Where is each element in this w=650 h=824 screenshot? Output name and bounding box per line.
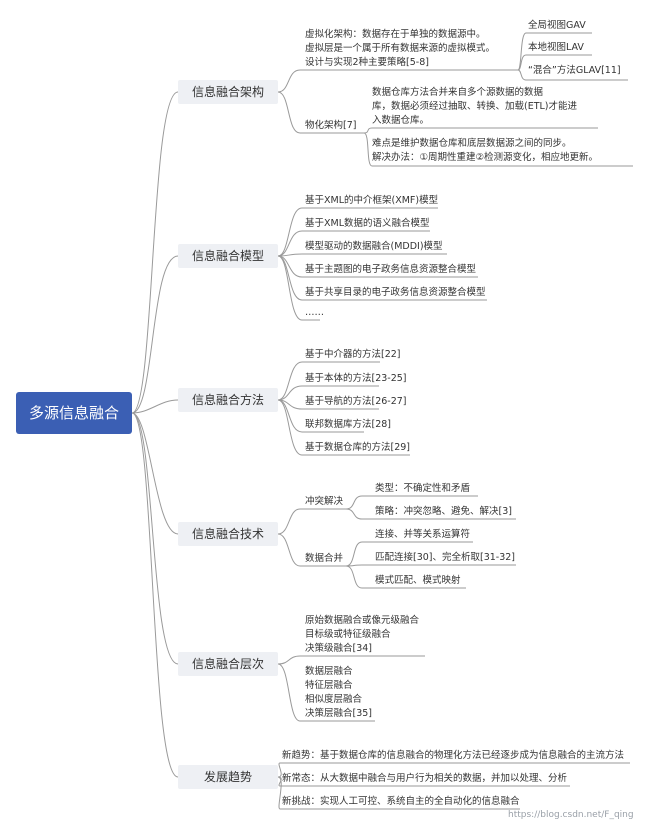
- level-group1-item: 决策级融合[34]: [305, 643, 373, 654]
- physical-child-1-line-1: 数据仓库方法合并来自多个源数据的数据: [372, 87, 544, 98]
- virtual-arch-line-2: 虚拟层是一个属于所有数据来源的虚拟模式。: [305, 43, 496, 54]
- technique-conflict-label: 冲突解决: [305, 496, 344, 507]
- topic-model[interactable]: 信息融合模型: [178, 244, 278, 268]
- merge-item: 模式匹配、模式映射: [375, 575, 461, 586]
- model-item: 模型驱动的数据融合(MDDI)模型: [305, 241, 443, 252]
- virtual-child-gav: 全局视图GAV: [528, 20, 586, 31]
- physical-child-2-line-2: 解决办法：①周期性重建②检测源变化，相应地更新。: [372, 152, 599, 163]
- method-item: 基于数据仓库的方法[29]: [305, 442, 411, 453]
- method-item: 基于本体的方法[23-25]: [305, 373, 407, 384]
- physical-child-1-line-2: 库，数据必须经过抽取、转换、加载(ETL)才能进: [372, 101, 578, 112]
- conflict-item: 策略：冲突忽略、避免、解决[3]: [375, 506, 512, 517]
- method-item: 基于中介器的方法[22]: [305, 349, 401, 360]
- merge-item: 匹配连接[30]、完全析取[31-32]: [375, 552, 516, 563]
- physical-child-1-line-3: 入数据仓库。: [372, 115, 430, 126]
- method-item: 联邦数据库方法[28]: [305, 419, 392, 430]
- conflict-item: 类型：不确定性和矛盾: [375, 483, 471, 494]
- level-group2-item: 数据层融合: [305, 666, 353, 677]
- trend-item-new-trend: 新趋势：基于数据仓库的信息融合的物理化方法已经逐步成为信息融合的主流方法: [282, 750, 625, 761]
- model-item: 基于共享目录的电子政务信息资源整合模型: [305, 287, 486, 298]
- merge-item: 连接、并等关系运算符: [375, 529, 471, 540]
- technique-merge-label: 数据合并: [305, 553, 344, 564]
- model-item: 基于主题图的电子政务信息资源整合模型: [305, 264, 477, 275]
- virtual-child-lav: 本地视图LAV: [528, 42, 584, 53]
- virtual-arch-line-1: 虚拟化架构：数据存在于单独的数据源中。: [305, 29, 486, 40]
- model-item: 基于XML数据的语义融合模型: [305, 218, 430, 229]
- virtual-arch-line-3: 设计与实现2种主要策略[5-8]: [305, 57, 429, 68]
- level-group1-item: 目标级或特征级融合: [305, 629, 391, 640]
- model-item: 基于XML的中介框架(XMF)模型: [305, 195, 439, 206]
- physical-child-2-line-1: 难点是维护数据仓库和底层数据源之间的同步。: [372, 138, 572, 149]
- topic-level[interactable]: 信息融合层次: [178, 652, 278, 676]
- level-group2-item: 决策层融合[35]: [305, 708, 373, 719]
- trend-item-new-normal: 新常态：从大数据中融合与用户行为相关的数据，并加以处理、分析: [282, 773, 568, 784]
- model-item-more: ……: [305, 307, 324, 318]
- method-item: 基于导航的方法[26-27]: [305, 396, 407, 407]
- virtual-child-glav: “混合”方法GLAV[11]: [528, 65, 621, 76]
- level-group1-item: 原始数据融合或像元级融合: [305, 615, 420, 626]
- physical-arch-label: 物化架构[7]: [305, 120, 357, 131]
- topic-architecture[interactable]: 信息融合架构: [178, 80, 278, 104]
- topic-technique[interactable]: 信息融合技术: [178, 522, 278, 546]
- root-node[interactable]: 多源信息融合: [16, 392, 132, 434]
- trend-item-new-challenge: 新挑战：实现人工可控、系统自主的全自动化的信息融合: [282, 796, 520, 807]
- level-group2-item: 特征层融合: [305, 680, 353, 691]
- topic-trend[interactable]: 发展趋势: [178, 765, 278, 789]
- watermark: https://blog.csdn.net/F_qing: [508, 810, 634, 820]
- topic-method[interactable]: 信息融合方法: [178, 388, 278, 412]
- level-group2-item: 相似度层融合: [305, 694, 363, 705]
